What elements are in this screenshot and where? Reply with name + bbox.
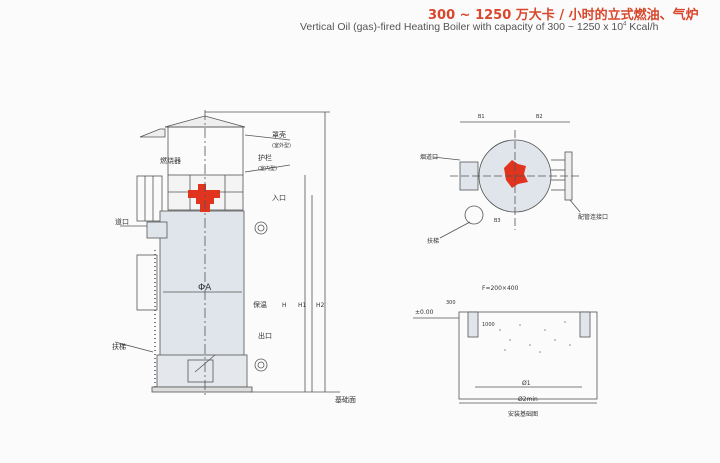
depth-label: 300 <box>446 300 456 306</box>
level-label: ±0.00 <box>415 309 434 316</box>
foundation-view: F=200×400 300 ±0.00 1000 Ø1 Ø2min 安装基础图 <box>413 285 598 418</box>
burner <box>188 184 220 212</box>
d2-label: Ø2min <box>518 396 538 403</box>
anchor-left <box>467 311 479 338</box>
anchor-right <box>579 311 591 338</box>
ladder-plan-label: 扶梯 <box>427 237 439 245</box>
diameter-label: ΦA <box>198 283 212 293</box>
base-label: 基础面 <box>335 395 356 404</box>
title: 300 ~ 1250 万大卡 / 小时的立式燃油、气炉 <box>428 8 699 23</box>
hood-eave <box>139 128 166 138</box>
h2-label: H2 <box>316 302 325 309</box>
top-view: B1 B2 B3 烟道口 扶梯 配管连接口 <box>420 114 608 245</box>
ladder-lower <box>136 254 158 311</box>
foundation-caption: 安装基础图 <box>508 410 538 418</box>
side-view: 罩壳 (室外型) 护栏 (室内型) 燃烧器 入口 道口 ΦA 保温 H H1 H… <box>112 110 356 404</box>
d1-label: Ø1 <box>522 380 531 387</box>
railing-label: 护栏 <box>258 153 272 162</box>
hood-note: (室外型) <box>272 142 291 149</box>
ladder-plan <box>464 205 484 225</box>
subtitle-exponent: 4 <box>623 21 627 28</box>
flue-label: 道口 <box>115 217 129 226</box>
railing-note: (室内型) <box>258 165 277 172</box>
flue-duct <box>146 221 168 239</box>
b3-label: B3 <box>494 218 501 224</box>
ladder-upper <box>136 175 163 222</box>
ladder-label: 扶梯 <box>112 342 126 351</box>
b1-label: B1 <box>478 114 485 120</box>
h1-label: H1 <box>298 302 307 309</box>
foundation-pit <box>458 311 598 400</box>
outlet-flange <box>254 358 268 372</box>
b2-label: B2 <box>536 114 543 120</box>
burner-plan <box>504 160 528 188</box>
hood-label: 罩壳 <box>272 130 286 139</box>
subtitle-unit: Kcal/h <box>626 21 659 33</box>
subtitle: Vertical Oil (gas)-fired Heating Boiler … <box>300 21 659 33</box>
burner-label: 燃烧器 <box>160 156 181 165</box>
insulation-label: 保温 <box>253 300 267 309</box>
inlet-flange <box>254 221 268 235</box>
bolt-label: 1000 <box>482 322 495 328</box>
pipe-label: 配管连接口 <box>578 213 608 221</box>
h-label: H <box>282 302 287 309</box>
inlet-label: 入口 <box>272 194 286 202</box>
outlet-label: 出口 <box>258 331 272 340</box>
flue-port-label: 烟道口 <box>420 153 438 161</box>
f-label: F=200×400 <box>482 285 519 292</box>
inspection-door <box>187 359 214 383</box>
subtitle-text: Vertical Oil (gas)-fired Heating Boiler … <box>300 21 624 33</box>
